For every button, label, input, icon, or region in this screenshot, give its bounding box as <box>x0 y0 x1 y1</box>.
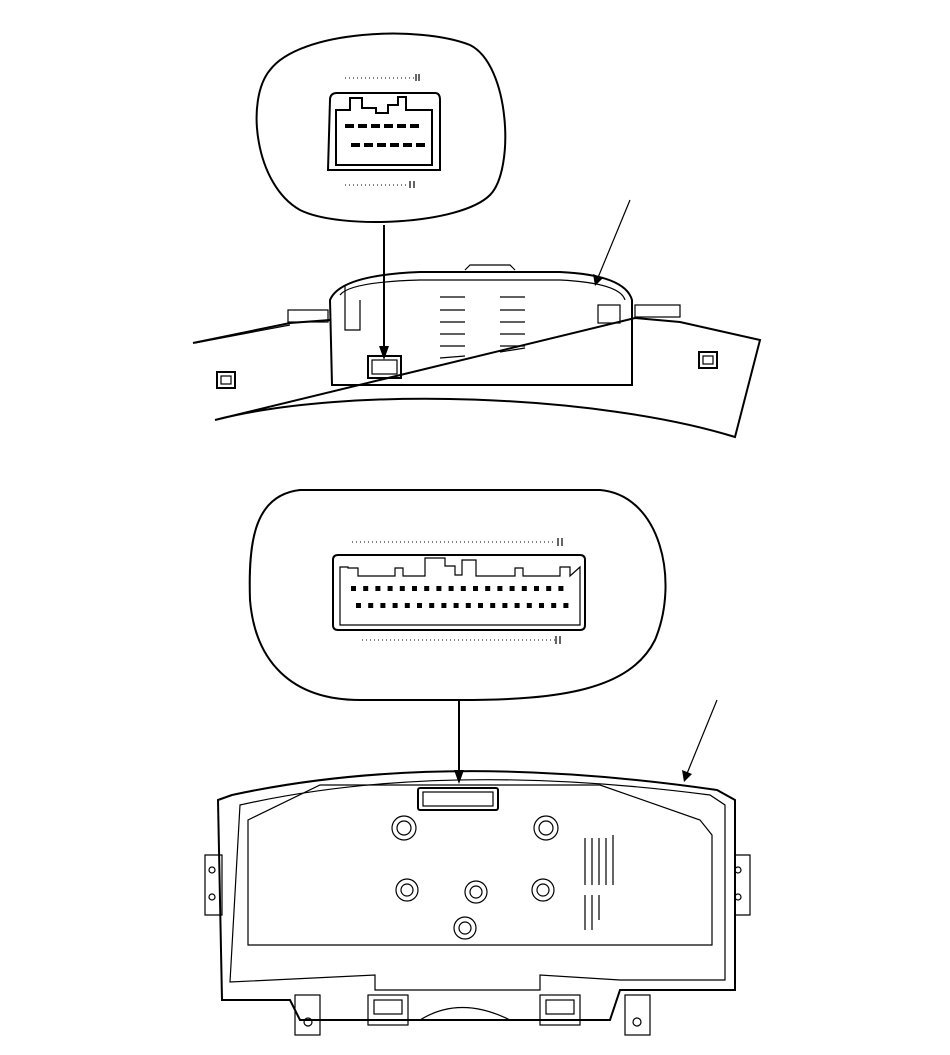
connector-pin <box>375 586 381 591</box>
small-connector-pins <box>345 124 425 147</box>
connector-pin <box>558 586 564 591</box>
small-connector-callout <box>255 32 507 223</box>
connector-pin <box>403 143 412 147</box>
connector-pin <box>416 143 425 147</box>
connector-pin <box>436 586 442 591</box>
large-connector-pins <box>351 586 569 608</box>
connector-pin <box>497 586 503 591</box>
connector-pin <box>448 586 454 591</box>
connector-pin <box>478 603 483 608</box>
connector-pin <box>521 586 527 591</box>
connector-pin <box>384 124 393 128</box>
connector-pin <box>364 143 373 147</box>
connector-pin <box>368 603 374 608</box>
connector-pin <box>380 603 386 608</box>
upper-gauge-unit <box>192 199 762 439</box>
connector-pin <box>534 586 539 591</box>
large-connector-callout <box>248 489 667 701</box>
connector-pin <box>390 143 399 147</box>
connector-pin <box>465 603 471 608</box>
lower-gauge-unit <box>204 699 751 1036</box>
arrow-head <box>379 346 389 360</box>
connector-pin <box>473 586 478 591</box>
connector-pin <box>351 586 356 591</box>
connector-pin <box>485 586 491 591</box>
connector-pin <box>563 603 569 608</box>
connector-pin <box>441 603 447 608</box>
connector-pin <box>387 586 393 591</box>
connector-pin <box>363 586 369 591</box>
connector-pin <box>392 603 398 608</box>
connector-pin <box>410 124 419 128</box>
connector-pin <box>526 603 532 608</box>
connector-pin <box>399 586 405 591</box>
connector-pin <box>377 143 386 147</box>
connector-pin <box>351 143 360 147</box>
connector-pin <box>417 603 422 608</box>
arrow-head <box>454 770 464 784</box>
connector-pin <box>514 603 520 608</box>
connector-pin <box>546 586 552 591</box>
connector-pin <box>509 586 515 591</box>
connector-pin <box>345 124 354 128</box>
connector-pin <box>424 586 430 591</box>
connector-pin <box>539 603 544 608</box>
connector-pin <box>404 603 410 608</box>
connector-pin <box>453 603 459 608</box>
connector-pin <box>551 603 557 608</box>
connector-pin <box>429 603 435 608</box>
connector-pin <box>397 124 406 128</box>
connector-pin <box>371 124 380 128</box>
connector-pin <box>412 586 417 591</box>
connector-pin <box>502 603 508 608</box>
connector-pin <box>358 124 367 128</box>
connector-pin <box>356 603 361 608</box>
connector-pin <box>460 586 466 591</box>
connector-pin <box>490 603 496 608</box>
